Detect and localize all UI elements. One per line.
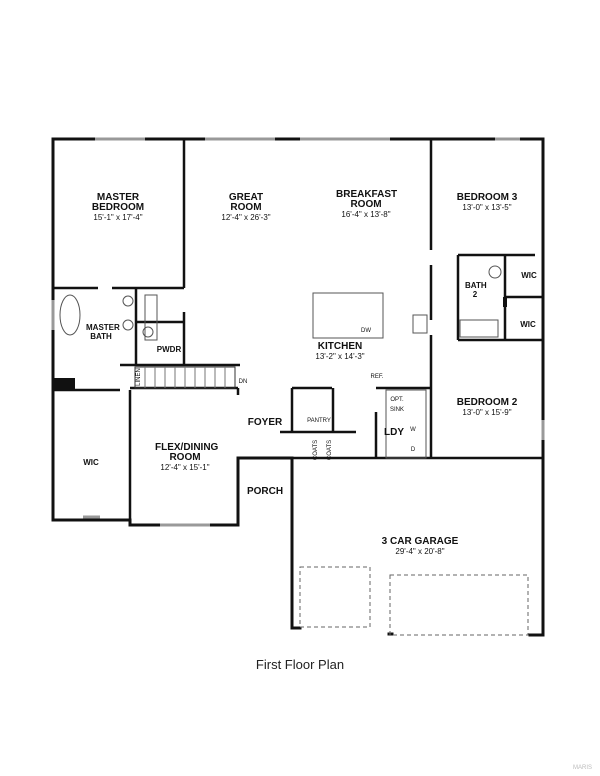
stair-treads <box>144 367 226 388</box>
windows <box>51 137 545 527</box>
room-bath-2: BATH 2 <box>465 281 487 299</box>
room-master-bath: MASTER BATH <box>86 323 120 341</box>
room-porch: PORCH <box>246 486 284 497</box>
room-foyer: FOYER <box>247 417 283 428</box>
room-pantry: PANTRY <box>307 418 331 424</box>
stairs-down-label: DN <box>238 379 248 385</box>
garage-door-outlines <box>299 566 529 636</box>
room-wic-master: WIC <box>83 458 99 467</box>
refrigerator-label: REF. <box>370 374 384 380</box>
coats-closet-2-label: COATS <box>327 439 334 461</box>
room-wic-bedroom-2: WIC <box>520 320 536 329</box>
watermark: MARIS <box>572 765 592 771</box>
optional-sink-label: OPT. SINK <box>389 397 404 413</box>
fixtures-drawing <box>59 265 502 459</box>
dryer-label: D <box>410 447 416 453</box>
mechanical-block <box>53 378 75 390</box>
room-laundry: LDY <box>384 427 404 438</box>
linen-closet-label: LINEN <box>135 368 142 386</box>
room-wic-bedroom-3: WIC <box>521 271 537 280</box>
washer-label: W <box>410 427 416 433</box>
plan-caption: First Floor Plan <box>255 657 345 672</box>
coats-closet-1-label: COATS <box>313 439 320 461</box>
room-powder: PWDR <box>156 345 182 354</box>
dishwasher-label: DW <box>361 328 371 334</box>
